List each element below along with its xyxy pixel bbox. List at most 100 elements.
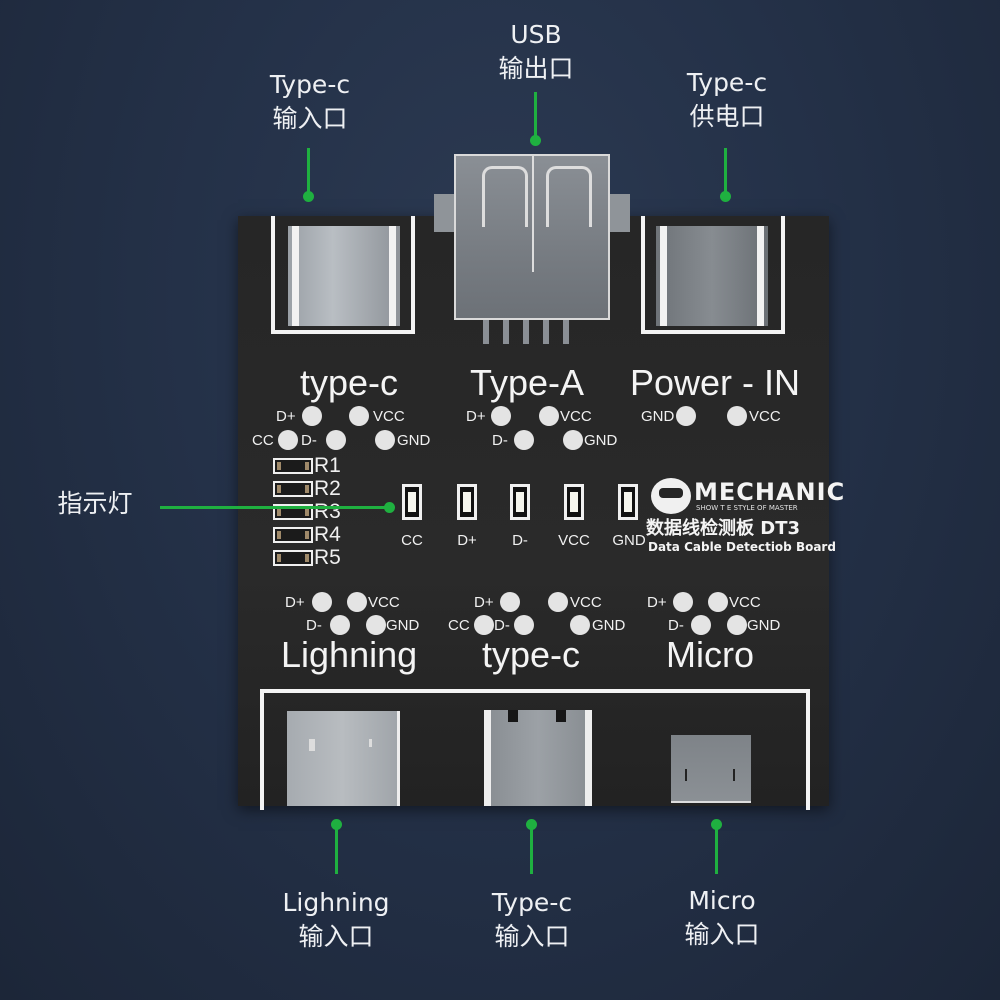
- test-pad[interactable]: [349, 406, 369, 426]
- pin-label: VCC: [368, 594, 400, 611]
- test-pad[interactable]: [491, 406, 511, 426]
- resistor: [273, 550, 313, 566]
- pin-label: CC: [252, 432, 274, 449]
- section-title-typea: Type-A: [470, 362, 585, 403]
- resistor-label: R1: [314, 454, 341, 477]
- test-pad[interactable]: [330, 615, 350, 635]
- test-pad[interactable]: [375, 430, 395, 450]
- usb-output-port[interactable]: [454, 154, 610, 320]
- pin-label: VCC: [749, 408, 781, 425]
- pointer-line: [307, 148, 310, 194]
- indicator-led-vcc: [564, 484, 584, 520]
- resistor-label: R4: [314, 523, 341, 546]
- pin-label: CC: [448, 617, 470, 634]
- indicator-led-cc: [402, 484, 422, 520]
- test-pad[interactable]: [312, 592, 332, 612]
- resistor-label: R2: [314, 477, 341, 500]
- led-label: VCC: [558, 532, 590, 549]
- test-pad[interactable]: [278, 430, 298, 450]
- led-label: GND: [612, 532, 646, 549]
- pin-label: D+: [285, 594, 305, 611]
- test-pad[interactable]: [347, 592, 367, 612]
- pin-label: D-: [494, 617, 510, 634]
- test-pad[interactable]: [474, 615, 494, 635]
- pointer-line: [715, 824, 718, 874]
- callout-usb-output: USB 输出口: [476, 18, 596, 86]
- pin-label: GND: [641, 408, 675, 425]
- callout-label: Lighning: [282, 888, 390, 917]
- pointer-dot: [303, 191, 314, 202]
- callout-label: 指示灯: [57, 489, 133, 518]
- pin-label: GND: [584, 432, 618, 449]
- test-pad[interactable]: [691, 615, 711, 635]
- pointer-line: [160, 506, 388, 509]
- callout-sublabel: 输入口: [298, 922, 374, 951]
- pin-label: D+: [647, 594, 667, 611]
- typec-input-port-top[interactable]: [288, 226, 400, 326]
- test-pad[interactable]: [570, 615, 590, 635]
- mechanic-logo-icon: [651, 478, 691, 514]
- port-frame: [260, 689, 810, 810]
- pin-label: VCC: [560, 408, 592, 425]
- callout-sublabel: 输入口: [272, 104, 348, 133]
- pointer-line: [724, 148, 727, 194]
- callout-sublabel: 供电口: [689, 102, 765, 131]
- callout-typec-power: Type-c 供电口: [667, 66, 787, 134]
- port-frame: [271, 216, 415, 334]
- indicator-led-dminus: [510, 484, 530, 520]
- test-pad[interactable]: [366, 615, 386, 635]
- pin-label: VCC: [570, 594, 602, 611]
- callout-label: Type-c: [269, 70, 351, 99]
- callout-lightning-input: Lighning 输入口: [266, 886, 406, 954]
- test-pad[interactable]: [727, 406, 747, 426]
- callout-typec-input-top: Type-c 输入口: [250, 68, 370, 136]
- indicator-led-dplus: [457, 484, 477, 520]
- led-label: D+: [457, 532, 477, 549]
- callout-sublabel: 输出口: [498, 54, 574, 83]
- callout-label: Micro: [688, 886, 756, 915]
- test-pad[interactable]: [673, 592, 693, 612]
- pin-label: D-: [492, 432, 508, 449]
- callout-typec-input-bottom: Type-c 输入口: [462, 886, 602, 954]
- test-pad[interactable]: [514, 615, 534, 635]
- test-pad[interactable]: [676, 406, 696, 426]
- resistor-label: R3: [314, 500, 341, 523]
- pin-label: D-: [301, 432, 317, 449]
- test-pad[interactable]: [500, 592, 520, 612]
- pointer-dot: [720, 191, 731, 202]
- lightning-input-port[interactable]: [287, 711, 400, 806]
- test-pad[interactable]: [514, 430, 534, 450]
- micro-input-port[interactable]: [671, 735, 751, 803]
- section-title-lightning: Lighning: [281, 634, 418, 675]
- pin-label: GND: [747, 617, 781, 634]
- typec-input-port-bottom[interactable]: [484, 710, 592, 806]
- callout-label: Type-c: [686, 68, 768, 97]
- pin-label: VCC: [729, 594, 761, 611]
- resistor: [273, 527, 313, 543]
- section-title-typec-bottom: type-c: [482, 634, 581, 675]
- led-label: D-: [512, 532, 528, 549]
- callout-label: USB: [510, 20, 562, 49]
- section-title-power-in: Power - IN: [630, 362, 801, 403]
- port-frame: [641, 216, 785, 334]
- callout-indicator-lights: 指示灯: [40, 487, 150, 521]
- pointer-dot: [530, 135, 541, 146]
- test-pad[interactable]: [563, 430, 583, 450]
- brand-slogan: SHOW T E STYLE OF MASTER: [696, 504, 798, 512]
- resistor-label: R5: [314, 546, 341, 569]
- pin-label: GND: [386, 617, 420, 634]
- test-pad[interactable]: [539, 406, 559, 426]
- test-pad[interactable]: [326, 430, 346, 450]
- test-pad[interactable]: [302, 406, 322, 426]
- callout-sublabel: 输入口: [494, 922, 570, 951]
- brand-name: MECHANIC: [694, 478, 846, 506]
- pin-label: D-: [668, 617, 684, 634]
- typec-power-port[interactable]: [656, 226, 768, 326]
- pin-label: D-: [306, 617, 322, 634]
- led-label: CC: [401, 532, 423, 549]
- test-pad[interactable]: [708, 592, 728, 612]
- test-pad[interactable]: [727, 615, 747, 635]
- test-pad[interactable]: [548, 592, 568, 612]
- callout-micro-input: Micro 输入口: [652, 884, 792, 952]
- section-title-typec-top: type-c: [300, 362, 399, 403]
